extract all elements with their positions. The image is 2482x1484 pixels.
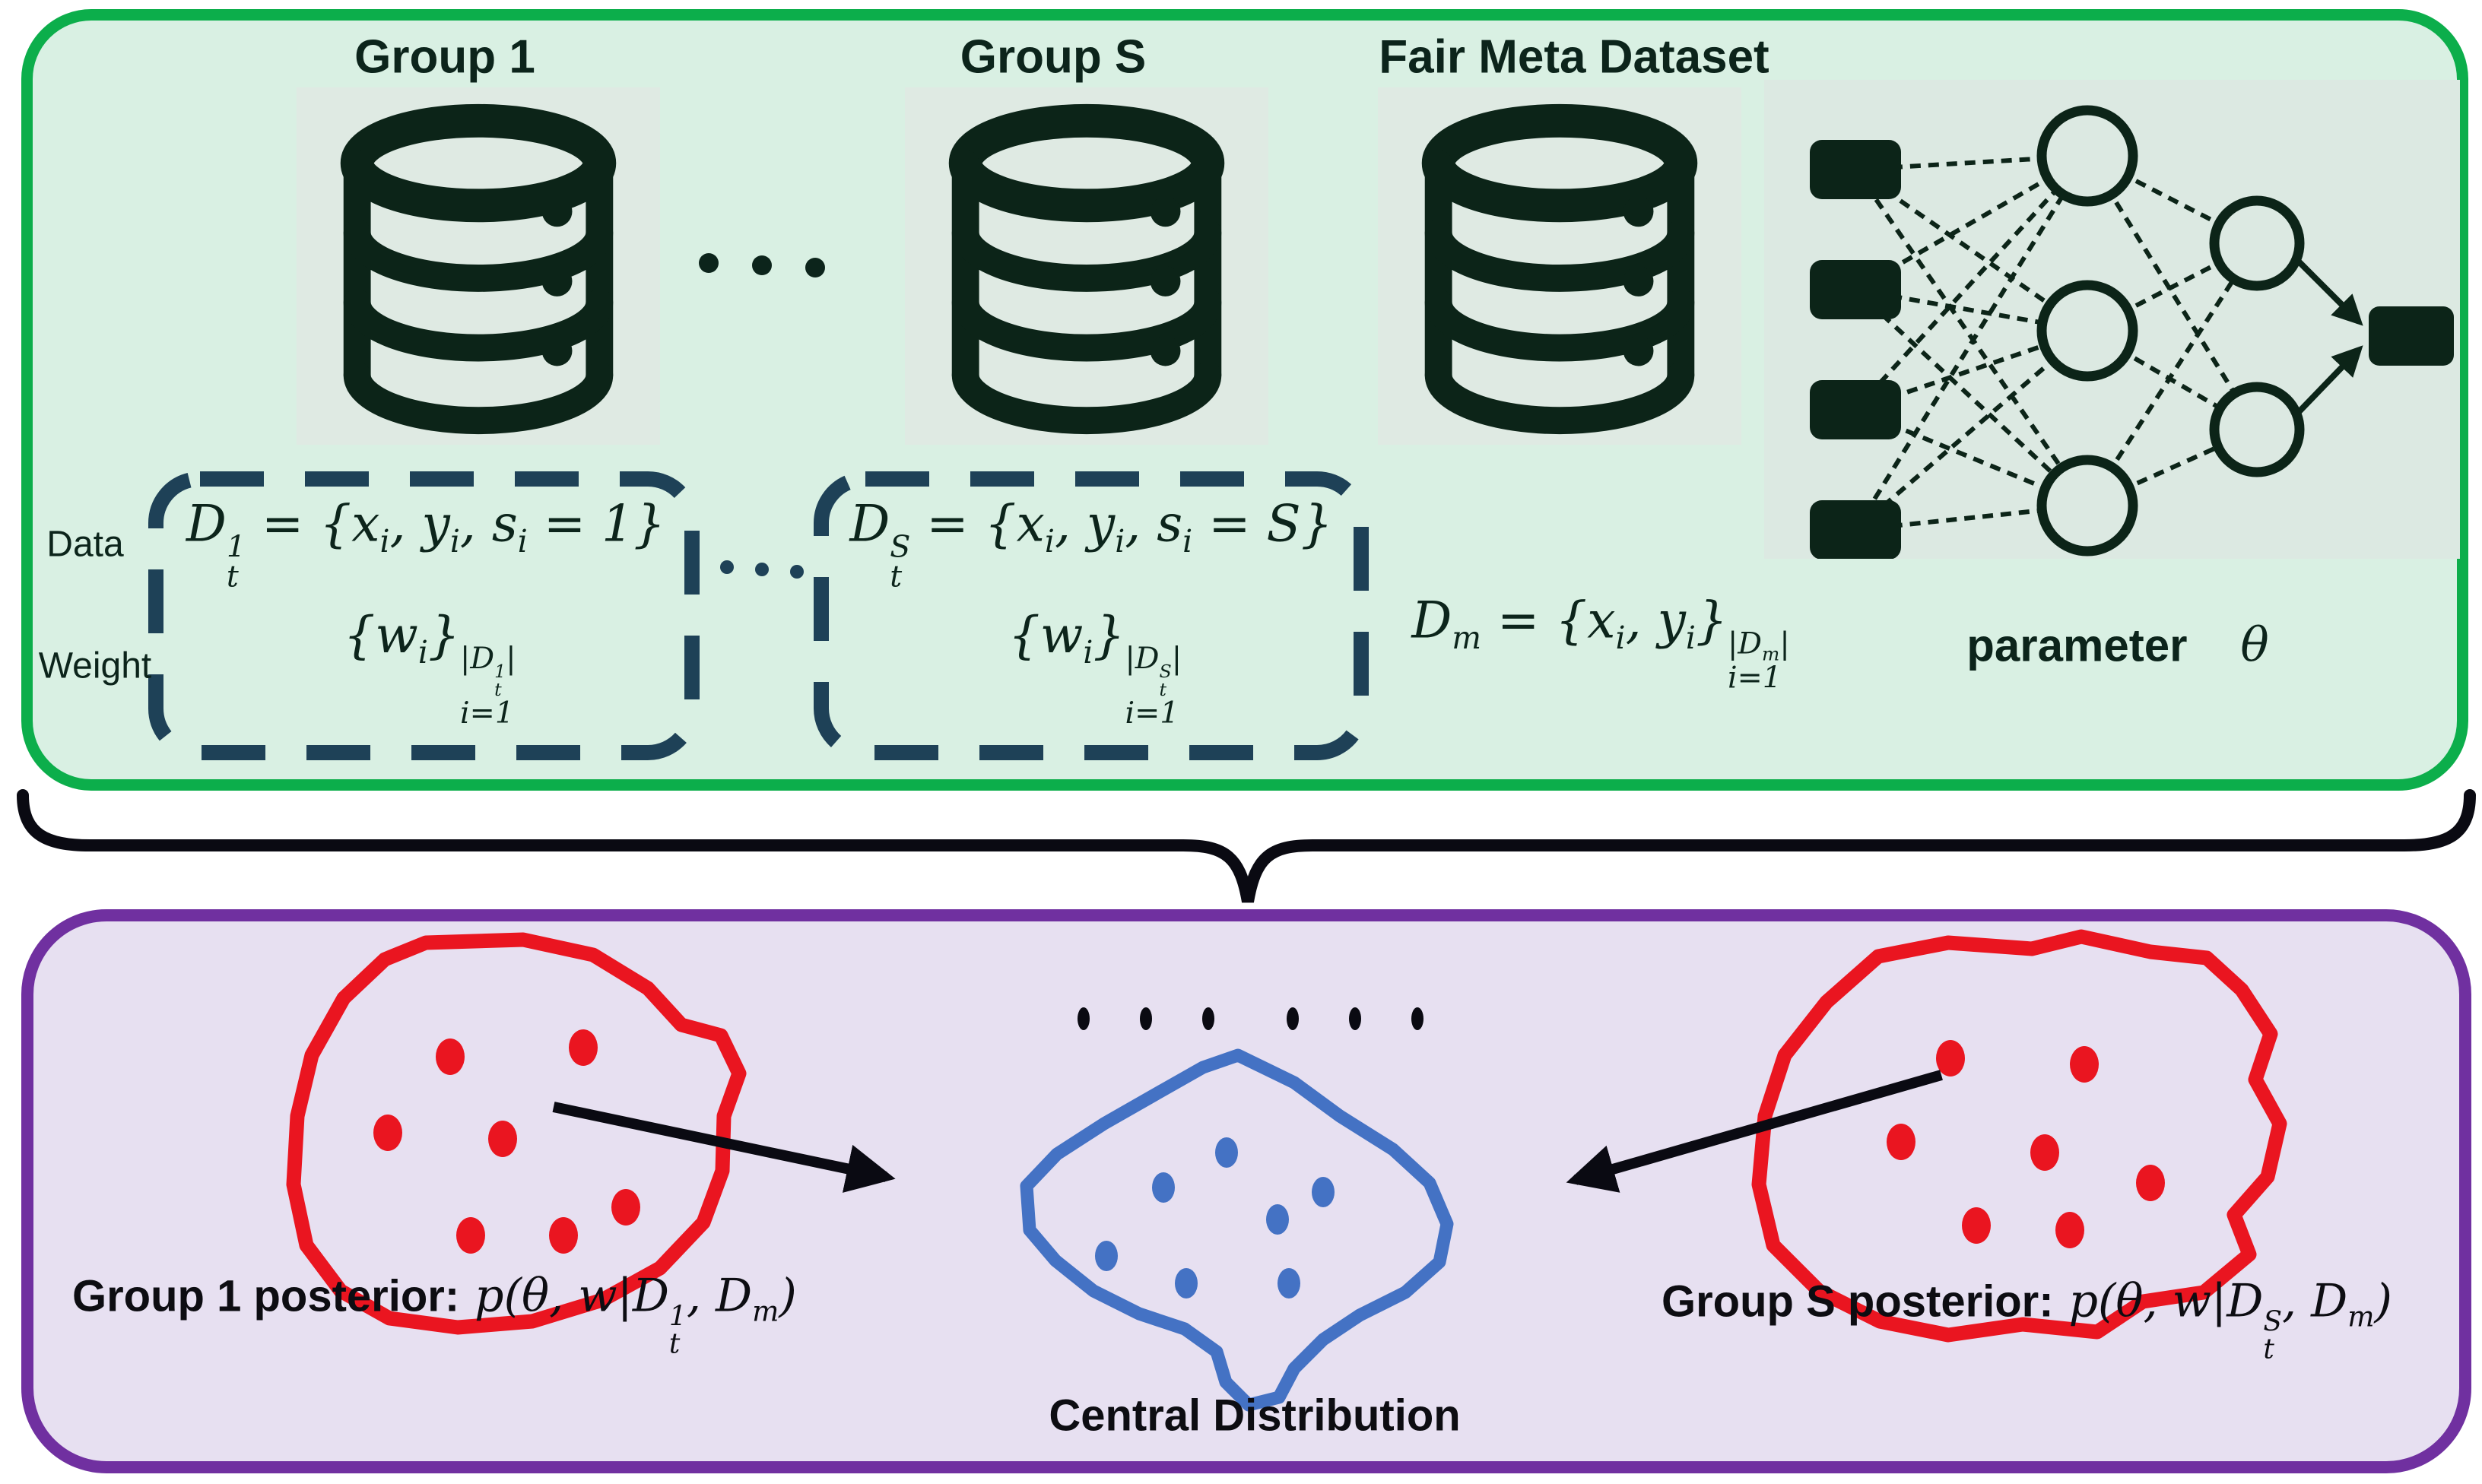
nn-hidden-nodes <box>2036 105 2305 556</box>
weight-row-label: Weight <box>38 645 152 687</box>
db-indicator-dots <box>1623 196 1654 366</box>
meta-dataset-formula: Dm = {xi, yi}|Dm|i=1 <box>1411 591 1790 696</box>
nn-output-arrows <box>2296 258 2363 415</box>
db-cylinder-icon <box>948 103 1225 435</box>
curly-brace <box>17 789 2476 903</box>
db-indicator-dots <box>541 196 573 366</box>
nn-output-node <box>2369 306 2454 366</box>
db-indicator-dots <box>1150 196 1181 366</box>
group1-posterior-label: Group 1 posterior: <box>72 1271 460 1321</box>
groupS-heading: Group S <box>960 30 1147 84</box>
group1-database-tile <box>297 87 660 445</box>
db-cylinder-icon <box>340 103 617 435</box>
group1-heading: Group 1 <box>354 30 535 84</box>
neural-network-icon <box>1810 105 2454 559</box>
groupS-posterior-label: Group S posterior: <box>1662 1276 2054 1327</box>
meta-dataset-heading: Fair Meta Dataset <box>1379 30 1769 84</box>
parameter-caption: parameter θ <box>1966 617 2268 673</box>
posterior-panel <box>21 909 2471 1473</box>
data-row-label: Data <box>46 524 124 565</box>
neural-network-tile <box>1764 80 2460 559</box>
nn-input-nodes <box>1810 140 1901 559</box>
central-distribution-label: Central Distribution <box>1049 1390 1461 1441</box>
meta-database-tile <box>1378 87 1741 445</box>
parameter-label: parameter <box>1966 620 2188 671</box>
theta-symbol: θ <box>2240 617 2269 673</box>
db-cylinder-icon <box>1421 103 1698 435</box>
groupS-database-tile <box>905 87 1268 445</box>
